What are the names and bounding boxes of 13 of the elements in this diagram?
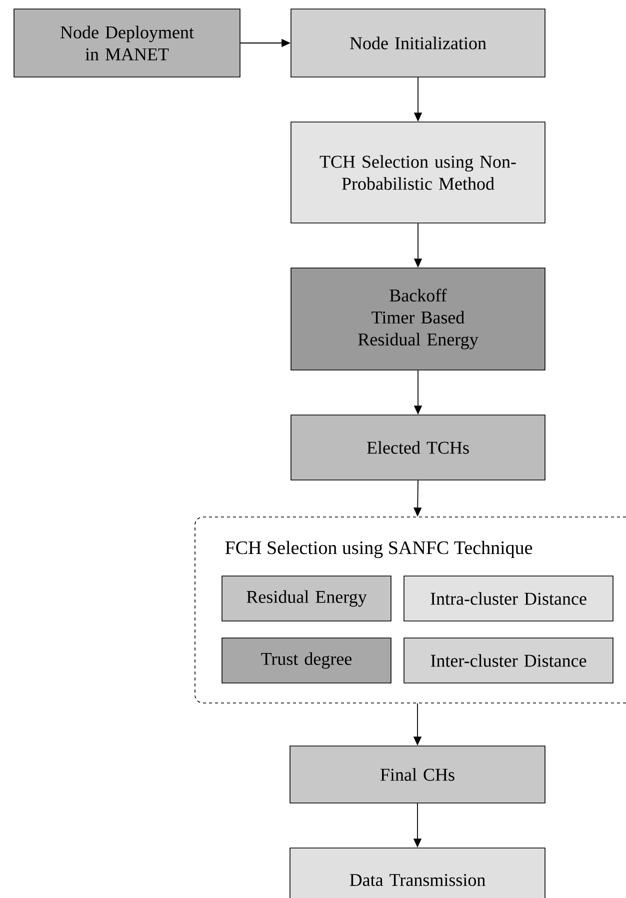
- process-box: Backoff Timer Based Residual Energy: [290, 268, 546, 370]
- process-box: Inter-cluster Distance: [404, 638, 614, 684]
- process-box: Final CHs: [290, 746, 546, 804]
- process-box: Node Initialization: [290, 8, 546, 78]
- process-box: Intra-cluster Distance: [404, 576, 614, 622]
- process-box: Trust degree: [222, 638, 392, 684]
- process-box: Node Deployment in MANET: [14, 8, 240, 78]
- dashed-group-box: [194, 516, 626, 704]
- process-box: Residual Energy: [222, 576, 392, 622]
- group-heading: FCH Selection using SANFC Technique: [225, 540, 532, 558]
- process-box: TCH Selection using Non-Probabilistic Method: [290, 122, 546, 224]
- process-box: Data Transmission: [290, 848, 546, 898]
- process-box: Elected TCHs: [290, 414, 546, 480]
